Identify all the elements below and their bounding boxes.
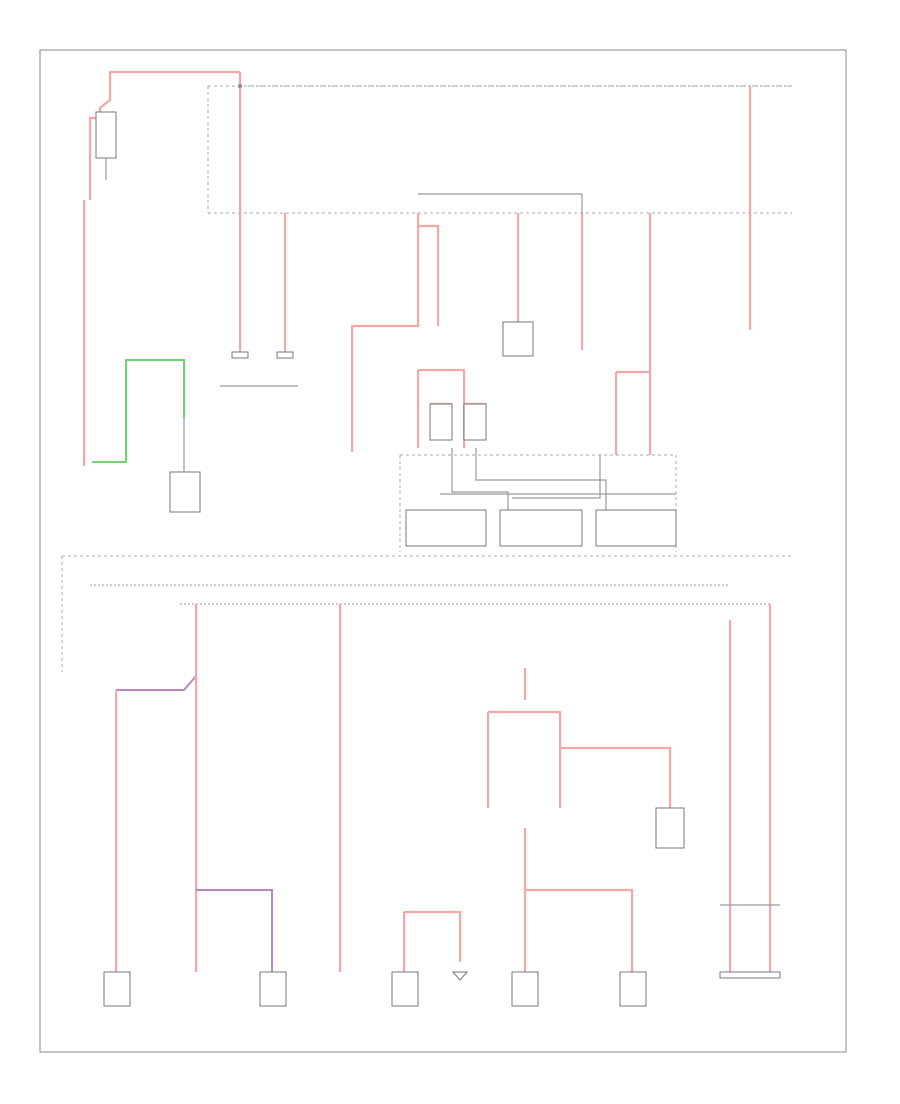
starter-green-wire — [92, 359, 185, 463]
component-116 — [103, 971, 131, 1007]
battery-feed-wire — [82, 70, 240, 455]
column-196-purple-branch — [196, 889, 273, 972]
battery-symbol — [95, 111, 117, 159]
ground-connector — [719, 971, 781, 979]
column-404-wire — [402, 910, 462, 972]
component-632 — [619, 971, 647, 1007]
component-518 — [502, 321, 534, 357]
component-404 — [391, 971, 419, 1007]
relay-module-3 — [595, 509, 677, 547]
relay-pair-wire — [416, 368, 486, 448]
column-116-purple-wire — [116, 675, 197, 691]
gray-link-wire — [418, 193, 583, 213]
relay-module-1 — [405, 509, 487, 547]
ground-symbol — [451, 971, 469, 981]
splice-node — [238, 84, 242, 88]
column-525-junction-wire — [488, 710, 562, 808]
fuse-box-outline-bottom — [61, 555, 792, 672]
relay-module-2 — [499, 509, 583, 547]
center-feed-wire — [350, 213, 420, 452]
component-272 — [259, 971, 287, 1007]
column-525-lower-wire — [523, 828, 634, 972]
relay-2 — [463, 403, 487, 441]
component-525 — [511, 971, 539, 1007]
relay-box-outline — [399, 454, 677, 552]
connector-2 — [276, 351, 294, 359]
diagram-frame — [39, 49, 847, 1053]
component-670 — [655, 807, 685, 849]
right-relay-feed-wire — [614, 370, 650, 455]
relay-control-wires — [451, 448, 607, 510]
center-branch-wire — [418, 224, 440, 326]
column-560-branch-wire — [560, 746, 672, 808]
generator-symbol — [169, 471, 201, 513]
relay-1 — [429, 403, 453, 441]
connector-1 — [231, 351, 249, 359]
